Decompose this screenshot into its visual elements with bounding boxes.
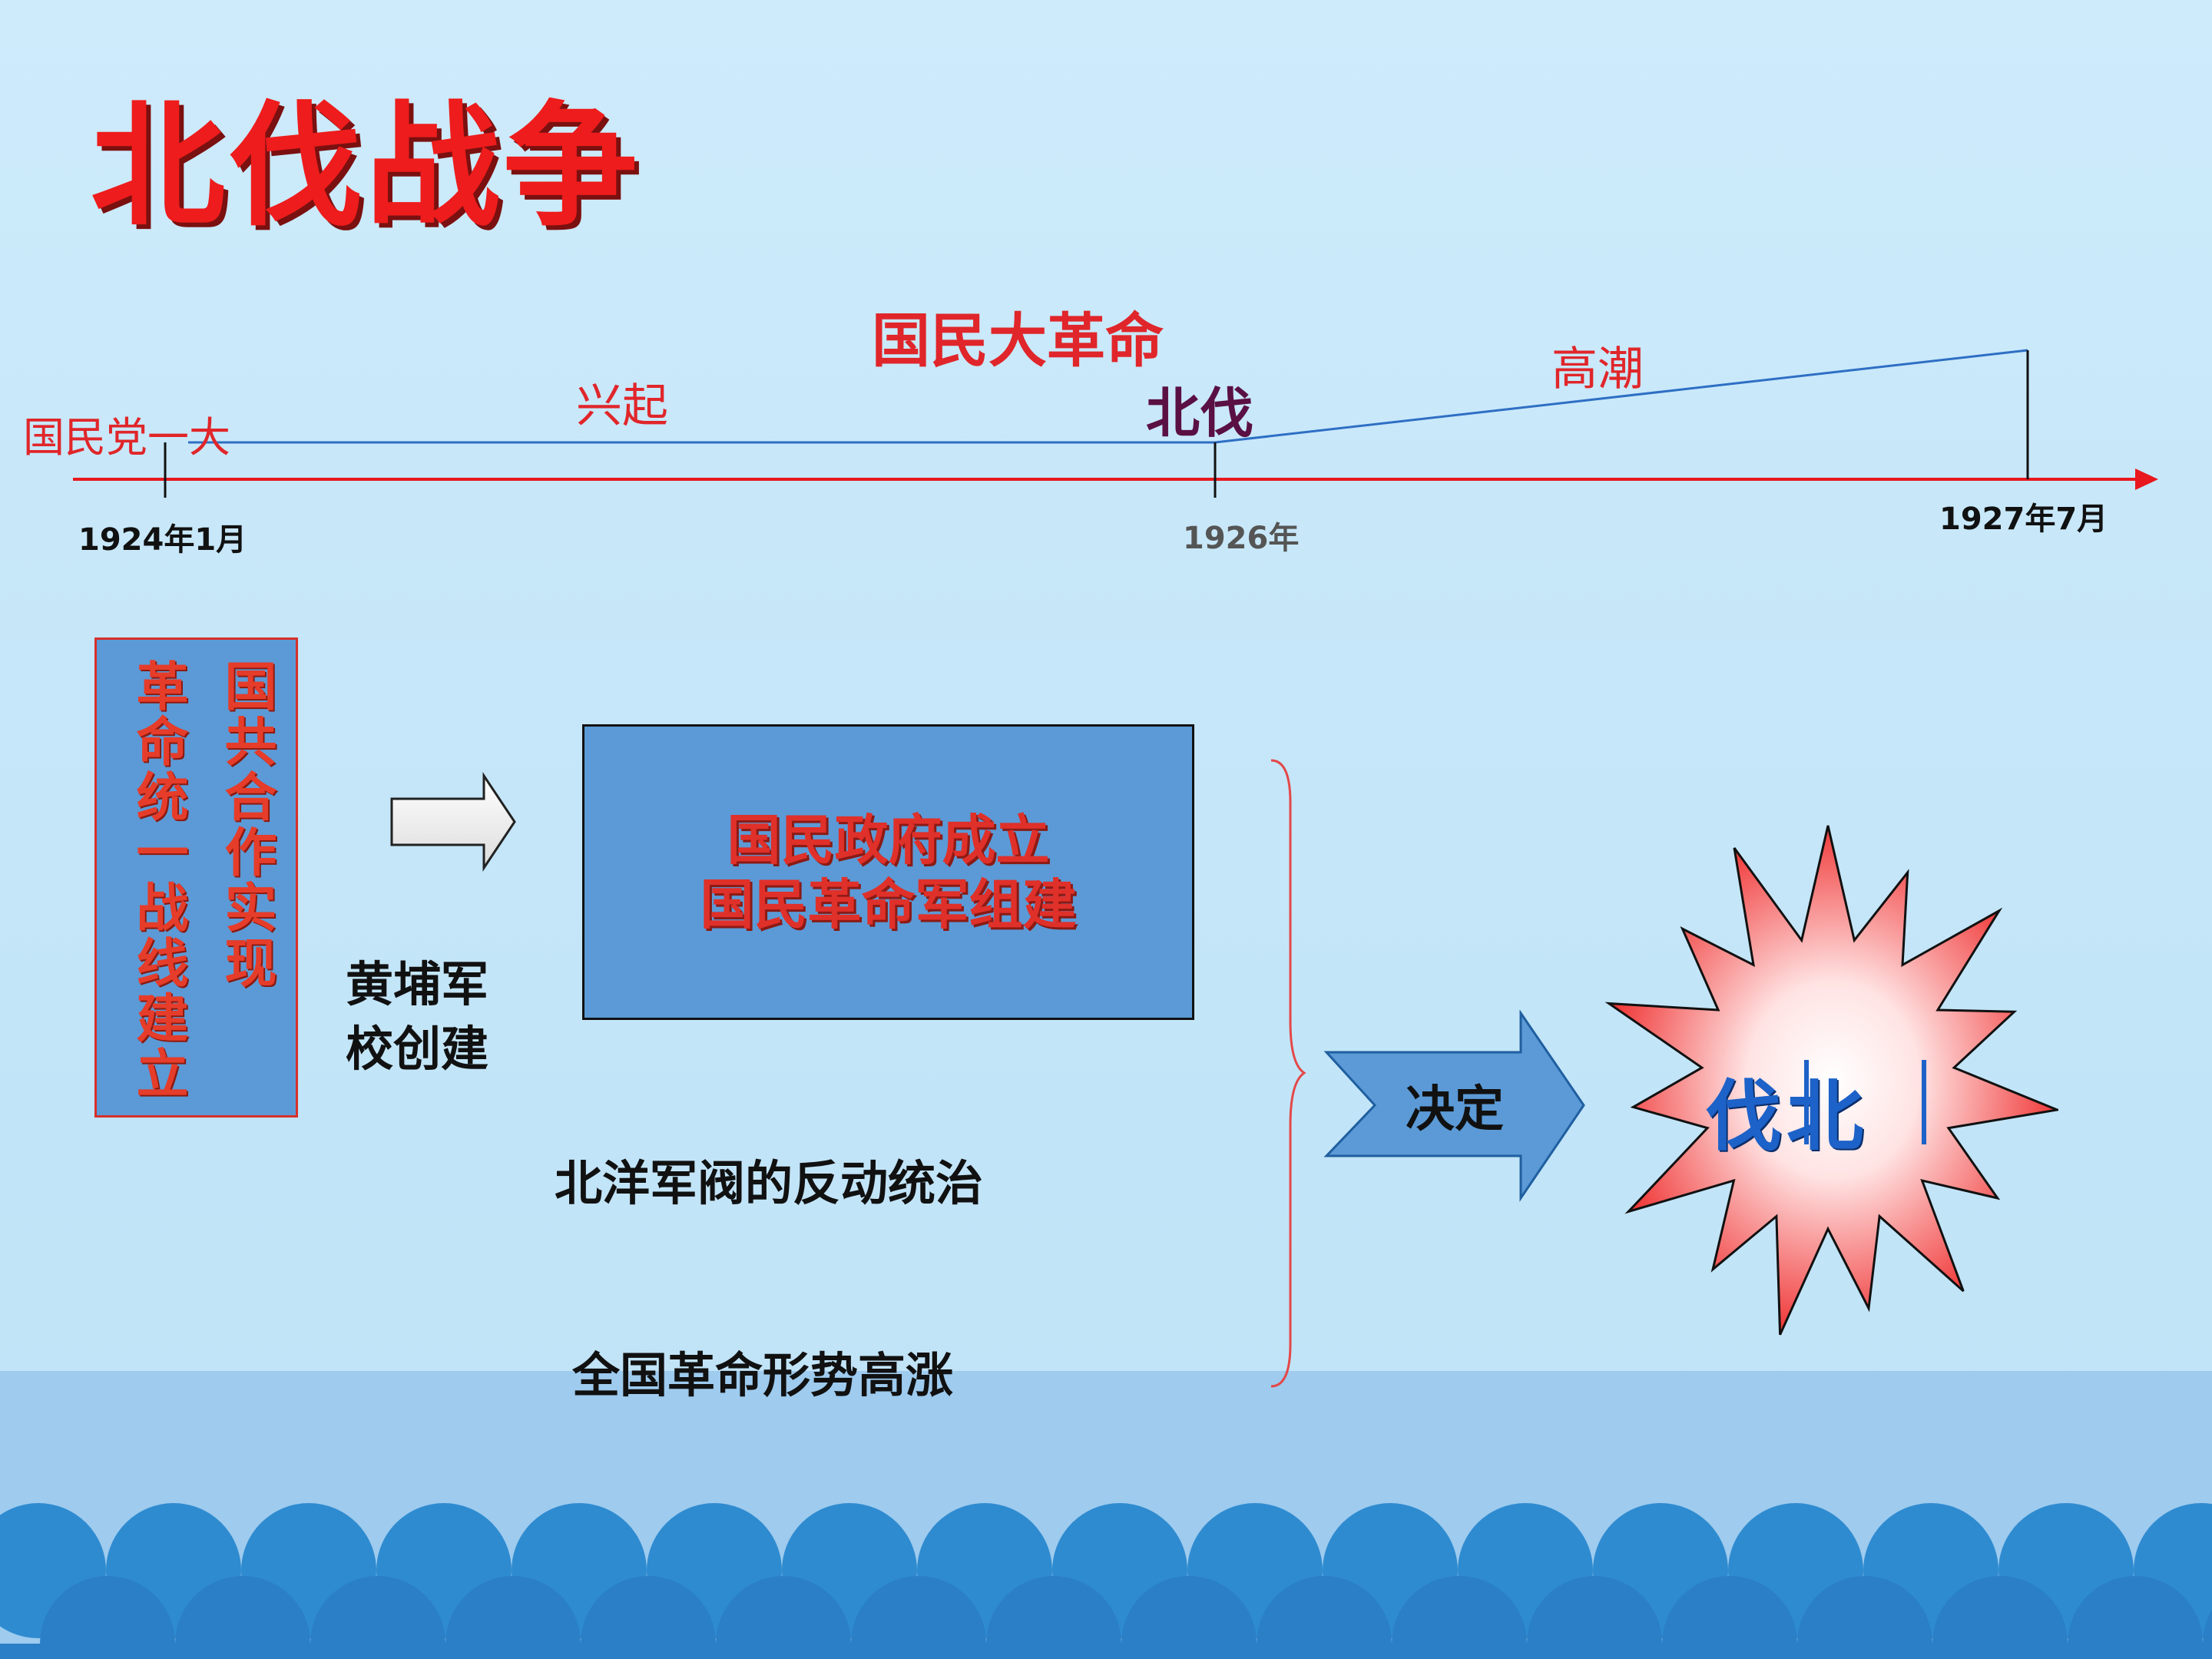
- wave-scallop: [716, 1576, 851, 1659]
- whampoa-line-2: 校创建: [346, 1020, 489, 1077]
- wave-scallop: [581, 1576, 716, 1659]
- government-box: 国民政府成立 国民革命军组建: [582, 724, 1194, 1020]
- cooperation-text-1: 国共合作实现: [215, 659, 276, 991]
- wave-scallop: [851, 1576, 986, 1659]
- wave-scallop: [1797, 1576, 1932, 1659]
- star-text: 伐北: [1705, 1054, 1868, 1165]
- phase-peak: 高潮: [1551, 343, 1644, 396]
- date-end: 1927年7月: [1939, 502, 2108, 537]
- star-text-chars: 伐北: [1705, 1071, 1868, 1161]
- wave-scallop: [40, 1576, 175, 1659]
- decide-arrow-icon: [1323, 1010, 1585, 1202]
- wave-scallop: [310, 1576, 445, 1659]
- wave-scallop: [1121, 1576, 1257, 1659]
- wave-base: [0, 1644, 2212, 1659]
- star-text-dividers: [1804, 1060, 1926, 1144]
- whampoa-line-1: 黄埔军: [346, 956, 489, 1012]
- phase-rise: 兴起: [576, 379, 668, 433]
- wave-scallop: [1392, 1576, 1527, 1659]
- event-northern-expedition: 北伐: [1146, 382, 1253, 445]
- wave-scallop: [1527, 1576, 1662, 1659]
- whampoa-text: 黄埔军 校创建: [346, 952, 488, 1081]
- cooperation-text-2: 革命统一战线建立: [127, 659, 187, 1101]
- wave-scallop: [1932, 1576, 2068, 1659]
- government-line-1: 国民政府成立: [727, 808, 1050, 872]
- event-start: 国民党一大: [23, 413, 230, 462]
- starburst-icon: [1604, 825, 2058, 1336]
- decide-label: 决定: [1406, 1081, 1504, 1138]
- date-start: 1924年1月: [78, 522, 247, 558]
- era-label: 国民大革命: [872, 306, 1164, 375]
- right-arrow-icon: [390, 772, 516, 872]
- date-mid: 1926年: [1183, 521, 1300, 556]
- slide-title: 北伐战争: [91, 89, 641, 245]
- warlords-text: 北洋军阀的反动统治: [555, 1155, 984, 1211]
- wave-scallop: [1257, 1576, 1392, 1659]
- wave-scallop: [986, 1576, 1121, 1659]
- brace-icon: [1270, 759, 1306, 1388]
- revolution-surge-text: 全国革命形势高涨: [572, 1347, 954, 1403]
- wave-scallop: [175, 1576, 310, 1659]
- cooperation-box: 国共合作实现 革命统一战线建立: [94, 637, 298, 1118]
- government-line-2: 国民革命军组建: [700, 873, 1077, 936]
- wave-scallop: [2068, 1576, 2203, 1659]
- wave-scallop: [445, 1576, 581, 1659]
- wave-scallop: [1662, 1576, 1797, 1659]
- timeline-arrowhead: [2135, 469, 2158, 490]
